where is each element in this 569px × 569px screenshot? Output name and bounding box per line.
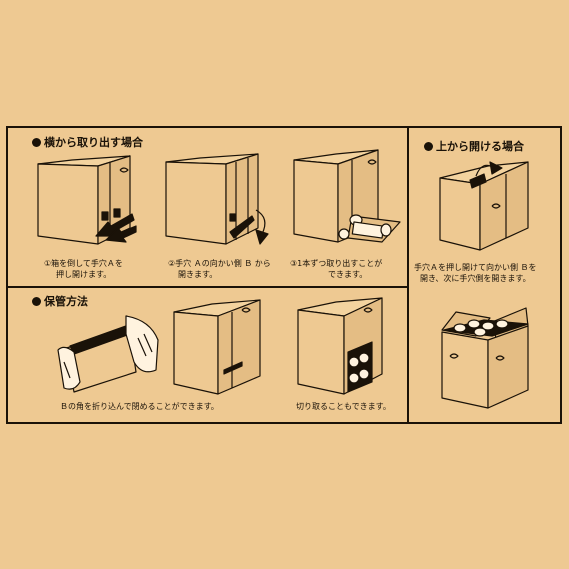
step3-box-illustration: [293, 149, 401, 243]
storage-closed-box-illustration: [173, 299, 261, 395]
step3-caption-line1: ③1本ずつ取り出すことが: [290, 259, 383, 268]
top-open-box-illustration: [439, 161, 529, 251]
top-open-caption-line2: 開き、次に手穴側を開きます。: [419, 274, 531, 283]
side-removal-title: 横から取り出す場合: [32, 134, 143, 150]
top-open-caption-line1: 手穴Ａを押し開けて向かい側 Ｂを: [414, 263, 537, 272]
step1-box-illustration: [37, 155, 137, 245]
storage-fold-illustration: [57, 315, 159, 393]
top-open-caption: 手穴Ａを押し開けて向かい側 Ｂを 開き、次に手穴側を開きます。: [414, 262, 537, 284]
top-open-frame: [407, 126, 562, 424]
top-open-title: 上から開ける場合: [424, 138, 524, 154]
step2-caption: ②手穴 Ａの向かい側 Ｂ から 開きます。: [168, 258, 271, 280]
storage-cut-box-illustration: [297, 297, 383, 395]
top-open-bottles-illustration: [441, 307, 529, 409]
step2-caption-line2: 開きます。: [178, 270, 218, 279]
step3-caption-line2: できます。: [328, 270, 368, 279]
step2-box-illustration: [165, 153, 269, 245]
step1-caption-line1: ①箱を倒して手穴Ａを: [44, 259, 123, 268]
storage-title: 保管方法: [32, 293, 88, 309]
step1-caption-line2: 押し開けます。: [56, 270, 112, 279]
storage-fold-caption: Ｂの角を折り込んで閉めることができます。: [60, 402, 219, 411]
step1-caption: ①箱を倒して手穴Ａを 押し開けます。: [44, 258, 123, 280]
step3-caption: ③1本ずつ取り出すことが できます。: [290, 258, 382, 280]
step2-caption-line1: ②手穴 Ａの向かい側 Ｂ から: [168, 259, 271, 268]
storage-cut-caption: 切り取ることもできます。: [296, 402, 391, 411]
